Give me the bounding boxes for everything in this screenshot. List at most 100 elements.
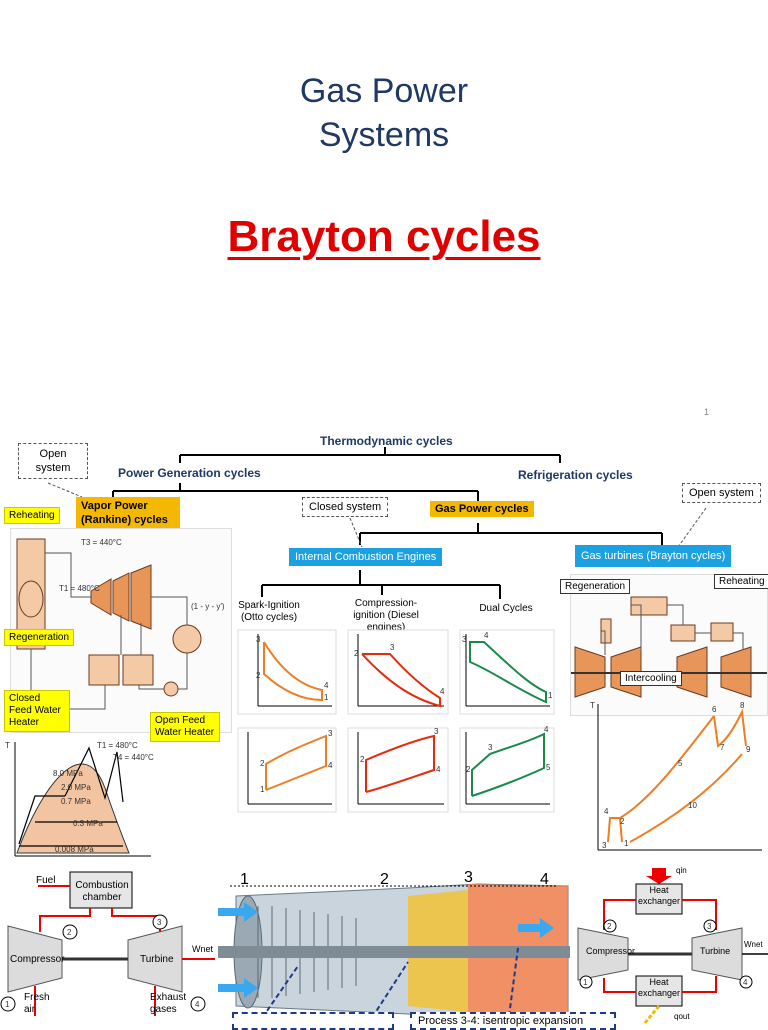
tree-refrigeration: Refrigeration cycles (518, 468, 633, 482)
ice-box: Internal Combustion Engines (289, 548, 443, 566)
svg-text:4: 4 (544, 725, 549, 734)
svg-text:0.008 MPa: 0.008 MPa (55, 845, 94, 854)
svg-text:0.7 MPa: 0.7 MPa (61, 797, 91, 806)
exhaust-gases-label: Exhaust gases (150, 992, 187, 1015)
svg-text:2: 2 (67, 928, 72, 937)
page-number: 1 (704, 407, 710, 417)
svg-text:6: 6 (712, 705, 717, 714)
svg-text:7: 7 (720, 743, 725, 752)
open-system-callout-right: Open system (682, 483, 761, 503)
svg-text:0.3 MPa: 0.3 MPa (73, 819, 103, 828)
svg-text:3: 3 (328, 729, 333, 738)
combustion-chamber-label: Combustion chamber (75, 880, 129, 903)
station-3: 3 (464, 869, 473, 886)
svg-text:4: 4 (440, 687, 445, 696)
slide-title-line2: Systems (318, 116, 450, 154)
svg-text:5: 5 (546, 763, 551, 772)
svg-text:T3 = 440°C: T3 = 440°C (81, 538, 122, 547)
svg-text:4: 4 (436, 765, 441, 774)
jet-engine-cutaway: 1 2 3 4 (218, 866, 570, 1024)
dual-cycles-label: Dual Cycles (479, 603, 533, 614)
turbine-label-left: Turbine (140, 954, 174, 965)
compressor-label-left: Compressor (10, 954, 65, 965)
vapor-power-box: Vapor Power (Rankine) cycles (76, 497, 180, 529)
svg-text:4: 4 (324, 681, 329, 690)
svg-text:1: 1 (548, 691, 553, 700)
svg-text:1: 1 (583, 978, 588, 987)
fresh-air-label: Fresh air (24, 992, 50, 1015)
ice-cycle-panels: 3 2 1 4 2 3 4 3 4 1 2 3 4 1 2 3 4 2 3 4 5 (237, 629, 555, 813)
spark-ignition-label: Spark-Ignition (Otto cycles) (238, 600, 300, 623)
rankine-ts-diagram: 8.0 MPa 2.0 MPa 0.7 MPa 0.3 MPa 0.008 MP… (5, 741, 154, 857)
caption-box-left (232, 1012, 394, 1030)
svg-text:(1 - y - y'): (1 - y - y') (191, 602, 225, 611)
tree-root: Thermodynamic cycles (320, 434, 453, 448)
svg-text:3: 3 (602, 841, 607, 850)
svg-text:4: 4 (743, 978, 748, 987)
tree-power-generation: Power Generation cycles (118, 466, 261, 480)
svg-text:4: 4 (484, 631, 489, 640)
regeneration-tag-left: Regeneration (4, 629, 75, 646)
wnet-label-left: Wnet (192, 944, 214, 954)
svg-text:3: 3 (707, 922, 712, 931)
svg-text:9: 9 (746, 745, 751, 754)
svg-text:3: 3 (488, 743, 493, 752)
compressor-label-right: Compressor (586, 946, 636, 956)
svg-text:3: 3 (256, 635, 261, 644)
svg-text:T4 = 440°C: T4 = 440°C (113, 753, 154, 762)
turbine-label-right: Turbine (700, 946, 731, 956)
svg-text:2: 2 (466, 765, 471, 774)
svg-text:10: 10 (688, 801, 697, 810)
open-feed-tag: Open Feed Water Heater (150, 712, 220, 742)
open-brayton-diagram: 2 3 1 4 (0, 871, 215, 1016)
svg-text:T: T (590, 701, 595, 710)
open-system-callout-left: Open system (18, 443, 88, 479)
gas-turbines-box: Gas turbines (Brayton cycles) (575, 545, 732, 567)
closed-feed-tag: Closed Feed Water Heater (4, 690, 70, 732)
svg-text:2: 2 (260, 759, 265, 768)
qout-label: qout (674, 1012, 690, 1021)
svg-text:T: T (5, 741, 10, 750)
fuel-label: Fuel (36, 875, 56, 886)
svg-text:2: 2 (360, 755, 365, 764)
compression-ignition-label: Compression-ignition (Diesel engines) (353, 598, 419, 633)
gas-power-box: Gas Power cycles (430, 501, 534, 517)
station-4: 4 (540, 871, 549, 888)
svg-text:3: 3 (434, 727, 439, 736)
svg-text:4: 4 (195, 1000, 200, 1009)
svg-text:T1 = 480°C: T1 = 480°C (97, 741, 138, 750)
svg-text:5: 5 (678, 759, 683, 768)
closed-brayton-diagram: 2 3 1 4 (577, 868, 768, 1024)
svg-text:2: 2 (256, 671, 261, 680)
wnet-label-right: Wnet (744, 940, 763, 949)
svg-text:2: 2 (354, 649, 359, 658)
svg-text:1: 1 (324, 693, 329, 702)
station-2: 2 (380, 871, 389, 888)
svg-text:8.0 MPa: 8.0 MPa (53, 769, 83, 778)
intercooling-tag: Intercooling (620, 671, 682, 686)
svg-text:4: 4 (604, 807, 609, 816)
heat-exchanger-bottom-label: Heat exchanger (637, 977, 681, 998)
svg-text:3: 3 (157, 918, 162, 927)
svg-text:2: 2 (607, 922, 612, 931)
slide-title-line1: Gas Power (299, 72, 469, 110)
svg-text:2.0 MPa: 2.0 MPa (61, 783, 91, 792)
svg-text:4: 4 (328, 761, 333, 770)
svg-text:3: 3 (462, 635, 467, 644)
svg-text:1: 1 (260, 785, 265, 794)
station-1: 1 (240, 871, 249, 888)
heat-exchanger-top-label: Heat exchanger (637, 885, 681, 906)
svg-text:3: 3 (390, 643, 395, 652)
svg-text:T1 = 480°C: T1 = 480°C (59, 584, 100, 593)
closed-system-callout: Closed system (302, 497, 389, 517)
tree-connectors (47, 447, 707, 599)
svg-text:8: 8 (740, 701, 745, 710)
reheating-tag-right: Reheating (714, 574, 768, 589)
brayton-heading: Brayton cycles (227, 212, 541, 261)
reheating-tag-left: Reheating (4, 507, 60, 524)
qin-label: qin (676, 866, 687, 875)
regeneration-tag-right: Regeneration (560, 579, 631, 594)
svg-text:1: 1 (5, 1000, 10, 1009)
svg-text:1: 1 (624, 839, 629, 848)
